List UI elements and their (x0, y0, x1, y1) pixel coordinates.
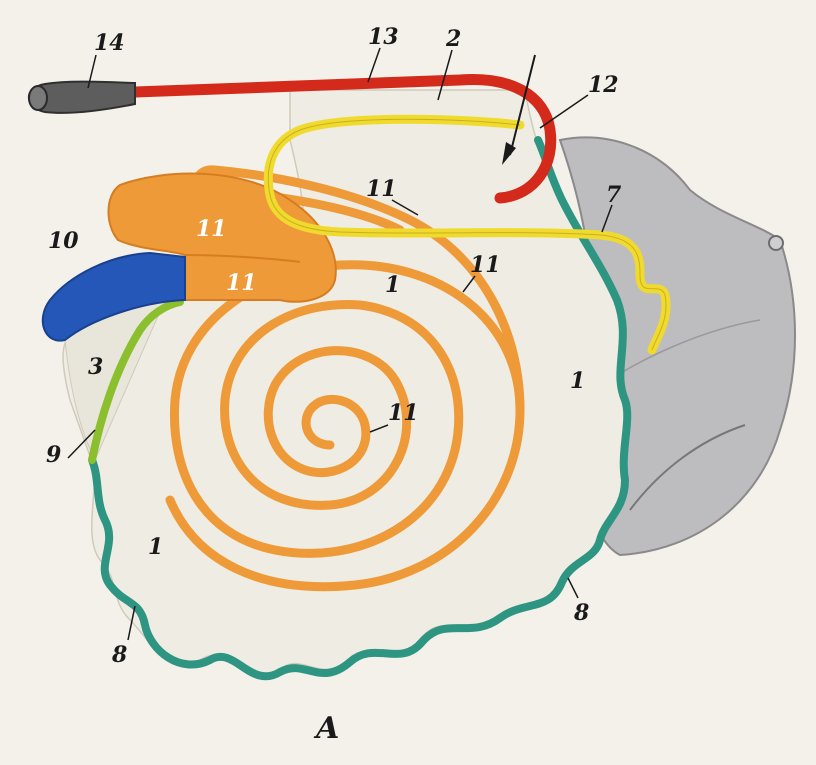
leader-8b (567, 577, 579, 599)
gray-tip-opening (28, 85, 48, 111)
leader-11d (462, 275, 476, 293)
label-1-right: 1 (570, 368, 585, 394)
label-8-right: 8 (573, 600, 589, 626)
label-9: 9 (46, 442, 61, 468)
flow-arrow (509, 54, 536, 156)
label-11-upper-loop: 11 (366, 176, 397, 202)
label-8-left: 8 (111, 642, 127, 668)
leader-7 (601, 204, 613, 233)
leader-13 (367, 47, 381, 83)
figure-caption: A (313, 711, 339, 746)
teal-edge (88, 136, 632, 681)
leader-8a (127, 605, 136, 641)
gland-fold-line (629, 424, 746, 511)
flow-arrow-head (502, 142, 516, 165)
gland-pore (768, 235, 784, 251)
label-1-left: 1 (148, 534, 163, 560)
leader-14 (87, 54, 97, 89)
label-11-lobe-lower: 11 (226, 270, 257, 296)
label-7: 7 (606, 182, 622, 208)
label-3: 3 (88, 354, 103, 380)
label-11-lobe-upper: 11 (196, 216, 227, 242)
red-duct (129, 73, 557, 204)
label-1-top: 1 (385, 272, 400, 298)
leader-9 (67, 429, 96, 459)
label-2: 2 (445, 26, 461, 52)
leader-11c (391, 199, 419, 216)
leader-11e (369, 424, 389, 433)
blue-segment (41, 251, 186, 342)
label-14: 14 (94, 30, 125, 56)
label-11-spiral-outer: 11 (470, 252, 501, 278)
label-13: 13 (368, 24, 399, 50)
label-12: 12 (588, 72, 619, 98)
yellow-duct-outline (267, 118, 667, 351)
green-segment (88, 298, 184, 464)
leader-2 (437, 49, 453, 101)
leader-12 (539, 94, 589, 129)
label-10: 10 (48, 228, 79, 254)
orange-lobe-fold (184, 254, 301, 263)
label-11-spiral-center: 11 (388, 400, 419, 426)
